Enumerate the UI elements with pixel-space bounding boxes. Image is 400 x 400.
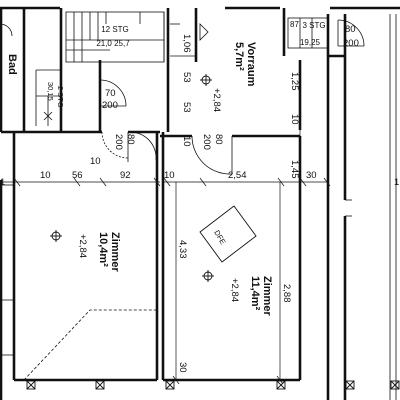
elevation-markers (50, 74, 214, 282)
small-stair-steps: 2 STG (56, 86, 65, 108)
dim-106: 1,06 (181, 34, 192, 53)
main-stair (65, 11, 209, 63)
room-zimmer-right-name: Zimmer (261, 276, 273, 316)
dim-30-right: 30 (306, 170, 317, 181)
dim-56: 56 (72, 170, 83, 181)
dim-10-c: 10 (164, 170, 175, 181)
room-vorraum-height: +2,84 (211, 88, 222, 112)
dimension-lines (0, 60, 331, 385)
vent-boxes (26, 380, 400, 390)
dim-30-bottom: 30 (177, 362, 188, 373)
right-stair-rise-run: 19,25 (300, 38, 321, 47)
dim-125: 1,25 (289, 72, 300, 91)
room-vorraum-name: Vorraum (245, 42, 257, 87)
main-stair-steps: 12 STG (101, 25, 129, 34)
room-zimmer-left-height: +2,84 (77, 234, 88, 258)
room-bad-name: Bad (6, 54, 18, 75)
dim-92: 92 (120, 170, 131, 181)
dim-53b: 53 (181, 102, 192, 113)
dim-10-a: 10 (90, 156, 101, 167)
dim-10-mid: 10 (181, 136, 192, 147)
right-stair (287, 17, 365, 49)
small-stair (35, 69, 60, 126)
dim-1-right: 1 (394, 177, 399, 188)
door-left-height: 200 (113, 134, 124, 150)
door-right-top-height: 200 (343, 38, 359, 49)
elevation-marker-vorraum (200, 74, 212, 86)
room-zimmer-right-area: 11,4m² (249, 276, 261, 311)
door-left-width: 80 (125, 134, 136, 145)
dim-53a: 53 (181, 72, 192, 83)
small-stair-rise-run: 30,15 (46, 82, 55, 101)
vorraum-door-height: 200 (102, 100, 118, 111)
dfe-label: DFE (212, 229, 227, 246)
door-mid-width: 80 (213, 134, 224, 145)
dim-254: 2,54 (228, 170, 247, 181)
dim-145: 1,45 (289, 160, 300, 179)
right-stair-steps: 3 STG (302, 21, 325, 30)
room-zimmer-left-area: 10,4m² (97, 232, 109, 267)
dim-433: 4,33 (177, 240, 188, 259)
room-vorraum-area: 5,7m² (233, 42, 245, 71)
dim-10-b: 10 (40, 170, 51, 181)
door-right-top-width: 80 (345, 24, 356, 35)
dfe-window-symbol (199, 205, 257, 263)
door-mid-height: 200 (201, 134, 212, 150)
dim-10-right: 10 (289, 114, 300, 125)
elevation-marker-zimmer-left (50, 230, 62, 242)
room-zimmer-right-height: +2,84 (229, 278, 240, 302)
vorraum-door-width: 70 (105, 88, 116, 99)
room-zimmer-left-name: Zimmer (109, 232, 121, 272)
dim-1-left: 1 (0, 177, 5, 188)
thin-lines (0, 14, 397, 400)
doors (0, 23, 233, 175)
main-stair-rise-run: 21,0 25,7 (96, 39, 130, 48)
door-top-small-width: 87 (290, 20, 299, 29)
elevation-marker-zimmer-right (202, 270, 214, 282)
dim-288: 2,88 (281, 284, 292, 303)
walls (0, 6, 400, 400)
